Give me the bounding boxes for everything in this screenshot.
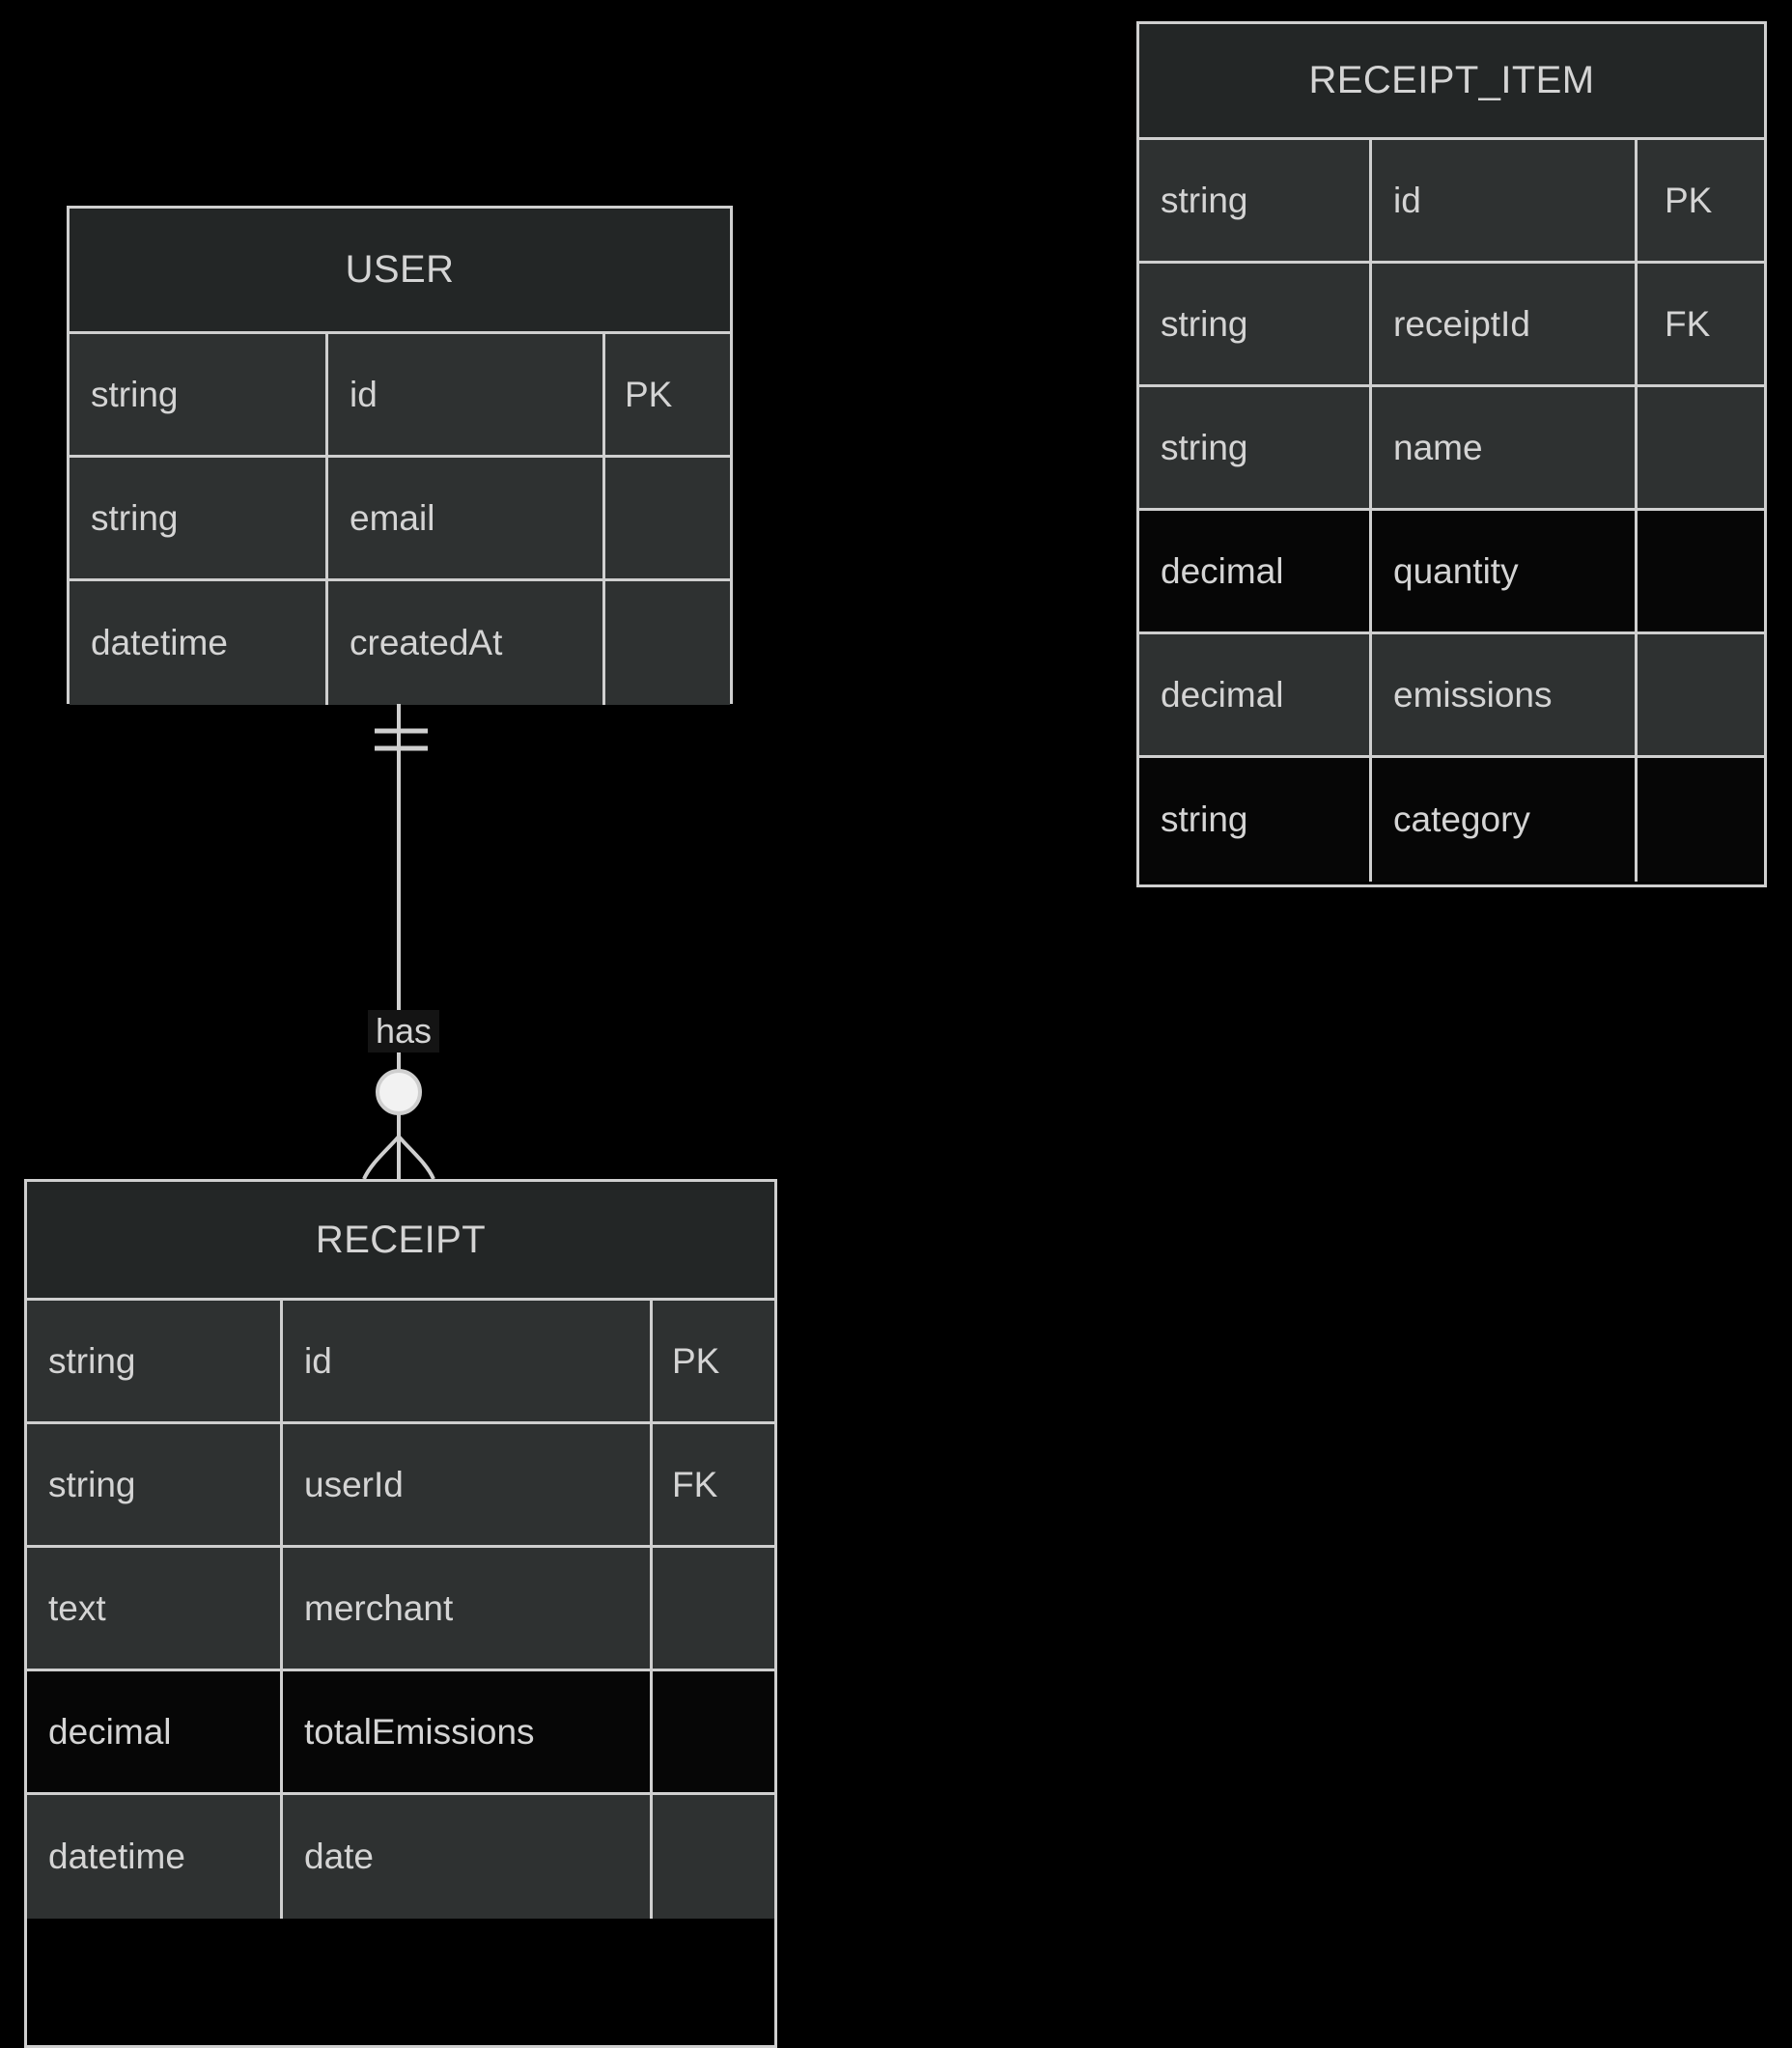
attribute-type: string bbox=[1139, 140, 1372, 261]
attribute-row: decimal emissions bbox=[1139, 634, 1764, 758]
attribute-row: text merchant bbox=[27, 1548, 774, 1671]
attribute-row: string id PK bbox=[27, 1301, 774, 1424]
attribute-type: string bbox=[27, 1424, 283, 1545]
attribute-key bbox=[1638, 634, 1764, 755]
er-diagram-canvas: USER string id PK string email datetime … bbox=[24, 21, 1767, 2048]
entity-title-receipt-item: RECEIPT_ITEM bbox=[1139, 24, 1764, 140]
attribute-name: merchant bbox=[283, 1548, 653, 1669]
crows-foot-right bbox=[397, 1135, 435, 1180]
attribute-type: decimal bbox=[1139, 634, 1372, 755]
attribute-row: string userId FK bbox=[27, 1424, 774, 1548]
attribute-key bbox=[1638, 758, 1764, 882]
attribute-name: id bbox=[328, 334, 605, 455]
entity-title-user: USER bbox=[70, 209, 730, 334]
entity-receipt[interactable]: RECEIPT string id PK string userId FK te… bbox=[24, 1179, 777, 2048]
attribute-key: PK bbox=[1665, 180, 1713, 220]
attribute-name: totalEmissions bbox=[283, 1671, 653, 1792]
cardinality-zero-circle bbox=[376, 1069, 422, 1115]
attribute-type: decimal bbox=[27, 1671, 283, 1792]
attribute-key bbox=[653, 1671, 774, 1792]
attribute-name: name bbox=[1372, 387, 1638, 508]
attribute-key bbox=[605, 581, 730, 705]
attribute-row: string id PK bbox=[1139, 140, 1764, 264]
attribute-name: id bbox=[1372, 140, 1638, 261]
attribute-type: string bbox=[1139, 264, 1372, 384]
attribute-row: datetime createdAt bbox=[70, 581, 730, 705]
attribute-type: string bbox=[70, 458, 328, 578]
attribute-type: string bbox=[70, 334, 328, 455]
attribute-row: string id PK bbox=[70, 334, 730, 458]
attribute-row: string category bbox=[1139, 758, 1764, 882]
attribute-name: id bbox=[283, 1301, 653, 1421]
attribute-type: datetime bbox=[70, 581, 328, 705]
attribute-row: decimal quantity bbox=[1139, 511, 1764, 634]
crows-foot-left bbox=[362, 1135, 401, 1180]
attribute-key: FK bbox=[1665, 303, 1711, 344]
attribute-name: receiptId bbox=[1372, 264, 1638, 384]
attribute-name: userId bbox=[283, 1424, 653, 1545]
attribute-key bbox=[1638, 511, 1764, 631]
attribute-row: datetime date bbox=[27, 1795, 774, 1919]
relationship-label: has bbox=[368, 1010, 440, 1052]
attribute-key: FK bbox=[672, 1464, 718, 1504]
attribute-row: string email bbox=[70, 458, 730, 581]
attribute-row: string name bbox=[1139, 387, 1764, 511]
attribute-name: emissions bbox=[1372, 634, 1638, 755]
attribute-name: createdAt bbox=[328, 581, 605, 705]
entity-user[interactable]: USER string id PK string email datetime … bbox=[67, 206, 733, 705]
attribute-key bbox=[605, 458, 730, 578]
attribute-row: string receiptId FK bbox=[1139, 264, 1764, 387]
attribute-key: PK bbox=[672, 1340, 720, 1381]
attribute-type: string bbox=[1139, 387, 1372, 508]
attribute-name: email bbox=[328, 458, 605, 578]
attribute-type: string bbox=[27, 1301, 283, 1421]
attribute-name: quantity bbox=[1372, 511, 1638, 631]
attribute-key bbox=[653, 1795, 774, 1919]
attribute-type: text bbox=[27, 1548, 283, 1669]
attribute-key bbox=[653, 1548, 774, 1669]
entity-title-receipt: RECEIPT bbox=[27, 1182, 774, 1301]
attribute-name: date bbox=[283, 1795, 653, 1919]
attribute-type: decimal bbox=[1139, 511, 1372, 631]
attribute-type: string bbox=[1139, 758, 1372, 882]
attribute-key bbox=[1638, 387, 1764, 508]
attribute-key: PK bbox=[625, 374, 673, 414]
attribute-row: decimal totalEmissions bbox=[27, 1671, 774, 1795]
attribute-name: category bbox=[1372, 758, 1638, 882]
attribute-type: datetime bbox=[27, 1795, 283, 1919]
entity-receipt-item[interactable]: RECEIPT_ITEM string id PK string receipt… bbox=[1136, 21, 1767, 887]
